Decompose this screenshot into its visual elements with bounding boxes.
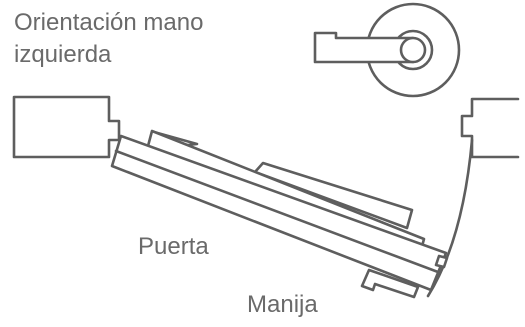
door-leaf (110, 129, 449, 292)
title-line-2: izquierda (14, 41, 112, 68)
door-frame-left (12, 95, 121, 159)
handle-shape (360, 268, 420, 299)
handle-label: Manija (247, 291, 318, 318)
door-label: Puerta (138, 233, 209, 260)
lever-handle-icon (313, 2, 461, 98)
door-frame-right (460, 97, 520, 159)
door-swing-arc (426, 138, 474, 298)
title-line-1: Orientación mano (14, 9, 204, 36)
